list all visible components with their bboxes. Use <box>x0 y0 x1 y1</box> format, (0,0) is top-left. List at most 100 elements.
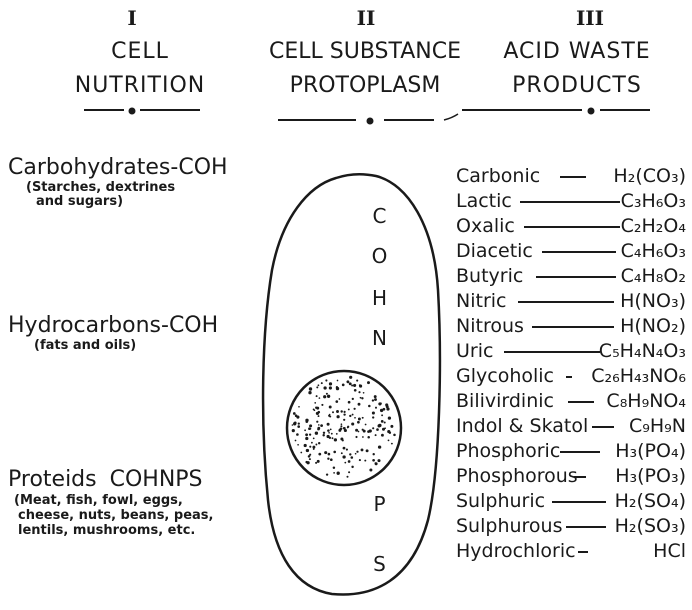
nucleus-dot <box>318 384 320 386</box>
acid-formula: C₈H₉NO₄ <box>606 389 686 413</box>
nucleus-dot <box>367 436 370 439</box>
acid-name: Uric <box>456 340 493 362</box>
cell-letter-o: O <box>368 244 392 268</box>
nucleus-dot <box>315 432 318 435</box>
nucleus-dot <box>349 382 352 385</box>
nucleus-dot <box>340 438 343 441</box>
nucleus-dot <box>340 410 342 412</box>
acid-formula: HCl <box>653 539 686 563</box>
nucleus-dot <box>300 452 302 454</box>
nucleus-dot <box>324 451 327 454</box>
nucleus-dot <box>336 410 339 413</box>
nucleus-dot <box>360 397 362 399</box>
acid-leader-line <box>520 201 620 203</box>
nucleus-dot <box>351 456 354 459</box>
nucleus-dot <box>381 414 383 416</box>
acid-formula: H₂(SO₄) <box>615 489 686 513</box>
nucleus-dot <box>292 424 294 426</box>
cell-letter-c: C <box>368 204 392 228</box>
nutrition-carbohydrates-title: Carbohydrates-COH <box>8 156 228 180</box>
acid-formula: C₄H₆O₃ <box>621 239 686 263</box>
nucleus-dot <box>375 407 377 409</box>
nucleus-dot <box>354 389 357 392</box>
nucleus-dot <box>389 432 391 434</box>
nucleus-dot <box>343 419 345 421</box>
acid-row: Phosphoric H₃(PO₄) <box>456 439 686 463</box>
acid-name: Phosphorous <box>456 465 578 487</box>
nucleus-dot <box>318 453 321 456</box>
nucleus-dot <box>322 434 324 436</box>
nucleus-dot <box>358 391 360 393</box>
nucleus-dot <box>297 444 299 446</box>
nucleus-dot <box>296 433 299 436</box>
nucleus-dot <box>372 427 374 429</box>
nucleus-dot <box>327 423 330 426</box>
nucleus-dot <box>374 395 377 398</box>
nucleus-dot <box>355 429 358 432</box>
nucleus-dot <box>358 403 361 406</box>
nucleus-dot <box>378 445 381 448</box>
nucleus-dot <box>349 376 352 379</box>
nucleus-dot <box>323 432 325 434</box>
nucleus-dot <box>329 384 331 386</box>
nucleus-dot <box>330 428 332 430</box>
cell-letter-n: N <box>368 326 392 350</box>
nucleus-dot <box>337 380 339 382</box>
nucleus-dot <box>356 451 358 453</box>
nucleus-dot <box>313 408 315 410</box>
nucleus-dot <box>391 443 393 445</box>
acid-leader-line <box>566 376 572 378</box>
nucleus-dot <box>325 379 327 381</box>
acid-name: Nitric <box>456 290 506 312</box>
nucleus-dot <box>351 385 353 387</box>
nucleus-dot <box>309 446 311 448</box>
acid-formula: H(NO₂) <box>620 314 686 338</box>
acid-name: Nitrous <box>456 315 524 337</box>
nutrition-proteids-sub-3: lentils, mushrooms, etc. <box>18 524 195 538</box>
nucleus-dot <box>351 422 354 425</box>
acid-leader-line <box>566 526 606 528</box>
nucleus-dot <box>315 462 317 464</box>
nucleus-dot <box>356 380 358 382</box>
nucleus-dot <box>313 438 315 440</box>
nucleus-dot <box>381 434 384 437</box>
nucleus-dot <box>333 451 336 454</box>
nucleus-dot <box>308 427 311 430</box>
nucleus-dot <box>335 400 338 403</box>
nucleus-dot <box>316 395 318 397</box>
nucleus-dot <box>292 429 295 432</box>
nucleus-dot <box>312 446 315 449</box>
nucleus-dot <box>317 428 320 431</box>
acid-leader-line <box>542 251 616 253</box>
acid-leader-line <box>532 326 614 328</box>
nucleus-dot <box>316 386 318 388</box>
nucleus-dot <box>368 405 371 408</box>
nucleus-dot <box>380 402 382 404</box>
nucleus-dot <box>362 436 364 438</box>
nucleus-dot <box>343 413 345 415</box>
acid-row: Butyric C₄H₈O₂ <box>456 264 686 288</box>
nutrition-hydrocarbons-title: Hydrocarbons-COH <box>8 314 218 338</box>
nucleus-dot <box>362 417 364 419</box>
nucleus-dot <box>346 476 348 478</box>
acid-leader-line <box>524 226 620 228</box>
acid-row: Hydrochloric HCl <box>456 539 686 563</box>
nucleus-dot <box>309 458 311 460</box>
nucleus-dot <box>323 395 326 398</box>
nucleus-dot <box>308 391 311 394</box>
acid-leader-line <box>552 501 606 503</box>
nucleus-dot <box>341 423 343 425</box>
nucleus-dot <box>328 415 330 417</box>
acid-formula: C₂₆H₄₃NO₆ <box>591 364 686 388</box>
nucleus-dot <box>304 429 306 431</box>
acid-formula: C₃H₆O₃ <box>621 189 686 213</box>
nucleus-dot <box>323 386 326 389</box>
nucleus-dot <box>363 392 365 394</box>
nucleus-dot <box>388 416 391 419</box>
nucleus-dot <box>352 414 354 416</box>
nucleus-dot <box>305 433 308 436</box>
nucleus-dot <box>315 407 317 409</box>
acid-leader-line <box>536 276 616 278</box>
nucleus-dot <box>304 444 307 447</box>
nucleus-dot <box>347 427 349 429</box>
